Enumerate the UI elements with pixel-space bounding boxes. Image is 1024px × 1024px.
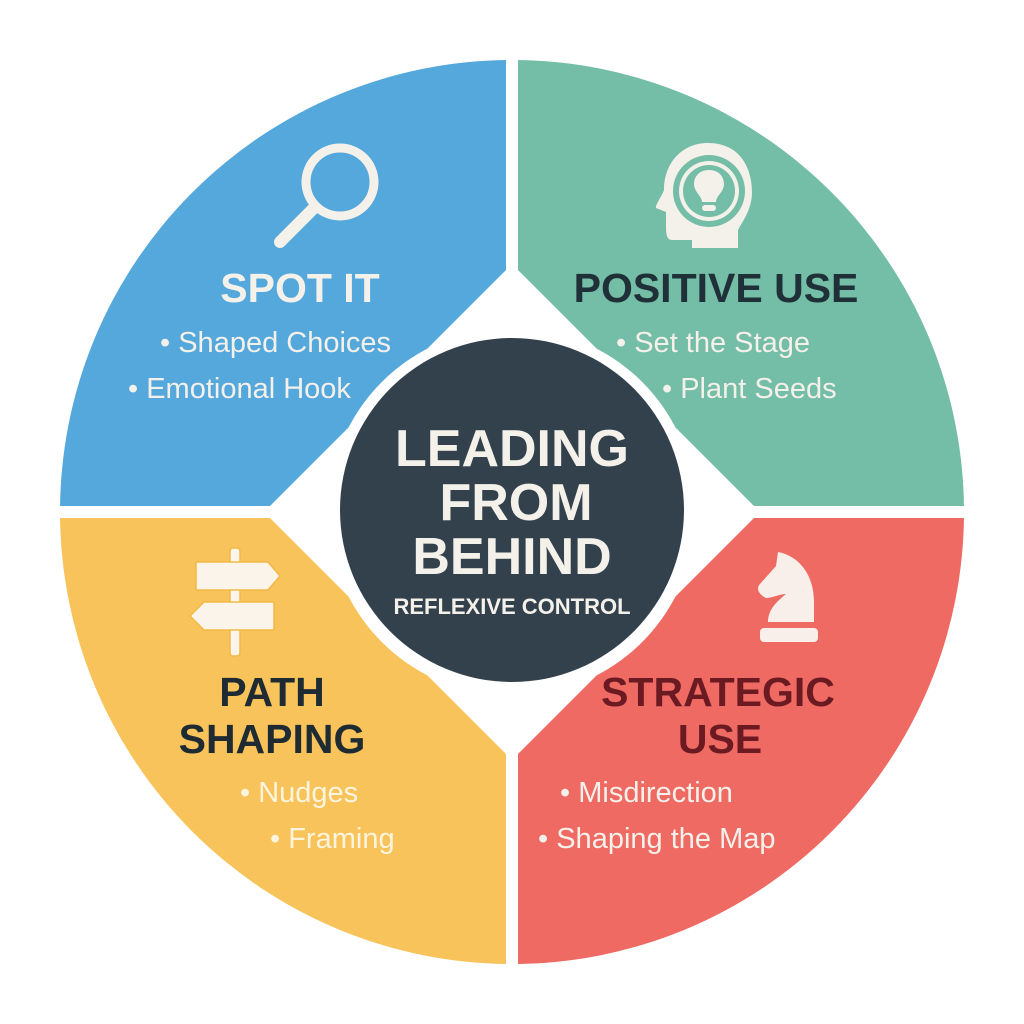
path-shaping-title: SHAPING — [179, 716, 366, 762]
path-shaping-bullet: • Framing — [270, 823, 395, 855]
center-subtitle: REFLEXIVE CONTROL — [393, 594, 630, 619]
path-shaping-title: PATH — [219, 669, 325, 715]
strategic-use-bullet: • Shaping the Map — [538, 823, 776, 855]
magnifying-glass-icon — [274, 143, 379, 248]
head-lightbulb-icon — [655, 143, 752, 248]
strategic-use-title: STRATEGIC — [601, 669, 835, 715]
spot-it-bullet: • Emotional Hook — [128, 373, 351, 405]
strategic-use-bullet: • Misdirection — [560, 777, 733, 809]
spot-it-bullet: • Shaped Choices — [160, 327, 391, 359]
strategic-use-title: USE — [678, 716, 762, 762]
positive-use-title: POSITIVE USE — [574, 265, 859, 311]
chess-knight-icon — [758, 552, 818, 642]
spot-it-title: SPOT IT — [220, 265, 379, 311]
signpost-icon — [188, 547, 281, 657]
center-title-line: LEADING — [395, 420, 629, 478]
center-circle — [340, 338, 684, 682]
center-title-line: FROM — [439, 474, 592, 532]
positive-use-bullet: • Set the Stage — [616, 327, 810, 359]
positive-use-bullet: • Plant Seeds — [662, 373, 837, 405]
path-shaping-bullet: • Nudges — [240, 777, 358, 809]
center-title-line: BEHIND — [412, 528, 611, 586]
